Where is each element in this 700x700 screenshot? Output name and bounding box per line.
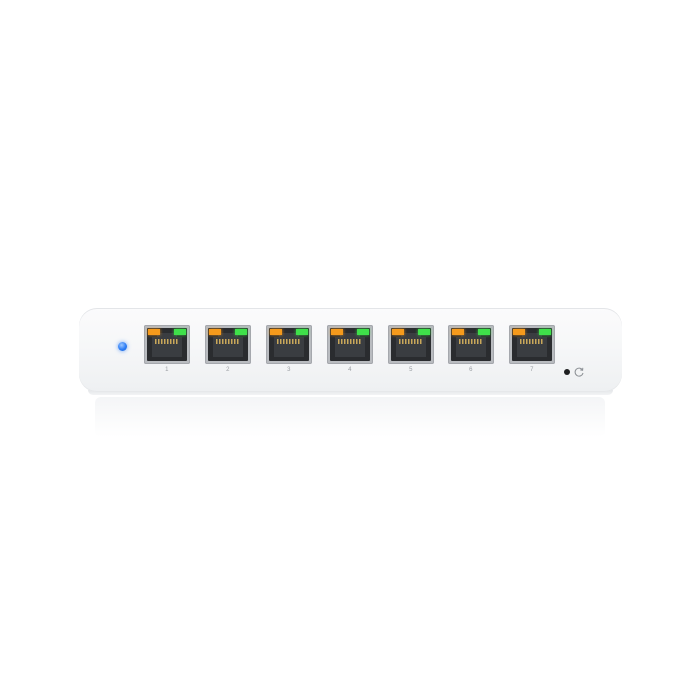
ethernet-port-1[interactable] — [144, 325, 190, 364]
activity-led — [418, 329, 430, 335]
activity-led — [296, 329, 308, 335]
reset-icon — [574, 367, 584, 377]
ethernet-port-2[interactable] — [205, 325, 251, 364]
port-label: 1 — [165, 367, 169, 373]
ethernet-port-3[interactable] — [266, 325, 312, 364]
ethernet-port-6[interactable] — [448, 325, 494, 364]
port-label: 5 — [409, 367, 413, 373]
port-label: 6 — [469, 367, 473, 373]
status-led — [118, 342, 127, 351]
ethernet-port-4[interactable] — [327, 325, 373, 364]
activity-led — [174, 329, 186, 335]
link-led — [513, 329, 525, 335]
link-led — [331, 329, 343, 335]
switch-base — [88, 390, 613, 395]
activity-led — [539, 329, 551, 335]
link-led — [270, 329, 282, 335]
link-led — [392, 329, 404, 335]
port-label: 3 — [287, 367, 291, 373]
activity-led — [235, 329, 247, 335]
link-led — [209, 329, 221, 335]
surface-reflection — [95, 397, 605, 437]
activity-led — [357, 329, 369, 335]
port-label: 4 — [348, 367, 352, 373]
reset-button[interactable] — [564, 369, 570, 375]
port-label: 7 — [530, 367, 534, 373]
ethernet-port-7[interactable] — [509, 325, 555, 364]
activity-led — [478, 329, 490, 335]
ethernet-port-5[interactable] — [388, 325, 434, 364]
port-label: 2 — [226, 367, 230, 373]
link-led — [148, 329, 160, 335]
link-led — [452, 329, 464, 335]
